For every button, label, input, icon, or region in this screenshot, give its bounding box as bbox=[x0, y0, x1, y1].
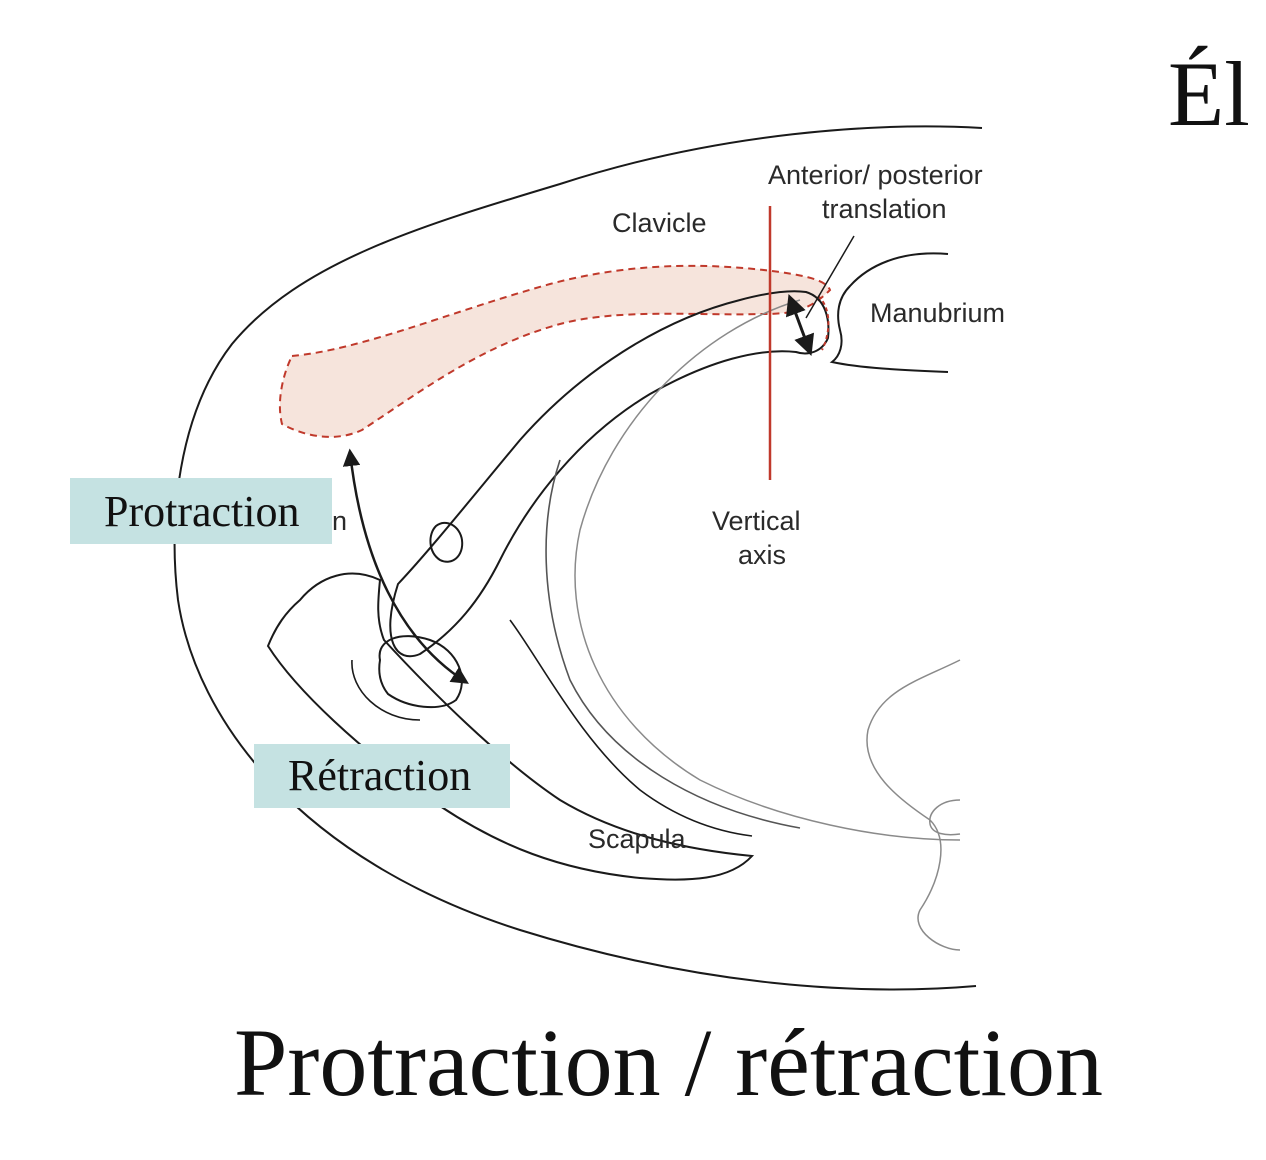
manubrium-outline bbox=[829, 252, 949, 373]
hidden-letter-label: n bbox=[332, 506, 347, 536]
protraction-tag: Protraction bbox=[70, 478, 332, 544]
clavicle-shaded-position bbox=[278, 264, 832, 438]
translation-leader-line bbox=[805, 235, 855, 319]
rib-outline-1 bbox=[574, 299, 961, 841]
manubrium-label: Manubrium bbox=[870, 298, 1005, 328]
clavicle-label: Clavicle bbox=[612, 208, 707, 238]
sternoclavicular-joint bbox=[817, 295, 830, 351]
rib-outline-2 bbox=[866, 659, 961, 951]
corner-title: Él bbox=[1168, 43, 1250, 145]
scapula-label: Scapula bbox=[588, 824, 687, 854]
main-title: Protraction / rétraction bbox=[234, 1009, 1104, 1116]
translation-label-line2: translation bbox=[822, 194, 947, 224]
retraction-tag: Rétraction bbox=[254, 744, 510, 808]
rib-outline-3 bbox=[929, 799, 961, 836]
body-outline bbox=[173, 125, 983, 991]
scapula-spine bbox=[509, 619, 753, 837]
translation-arrow bbox=[785, 294, 815, 356]
vertical-axis-label-line1: Vertical bbox=[712, 506, 801, 536]
vertical-axis-label-line2: axis bbox=[738, 540, 786, 570]
protraction-retraction-arrow bbox=[342, 448, 469, 684]
translation-label-line1: Anterior/ posterior bbox=[768, 160, 983, 190]
scapula-medial-border bbox=[545, 459, 801, 829]
